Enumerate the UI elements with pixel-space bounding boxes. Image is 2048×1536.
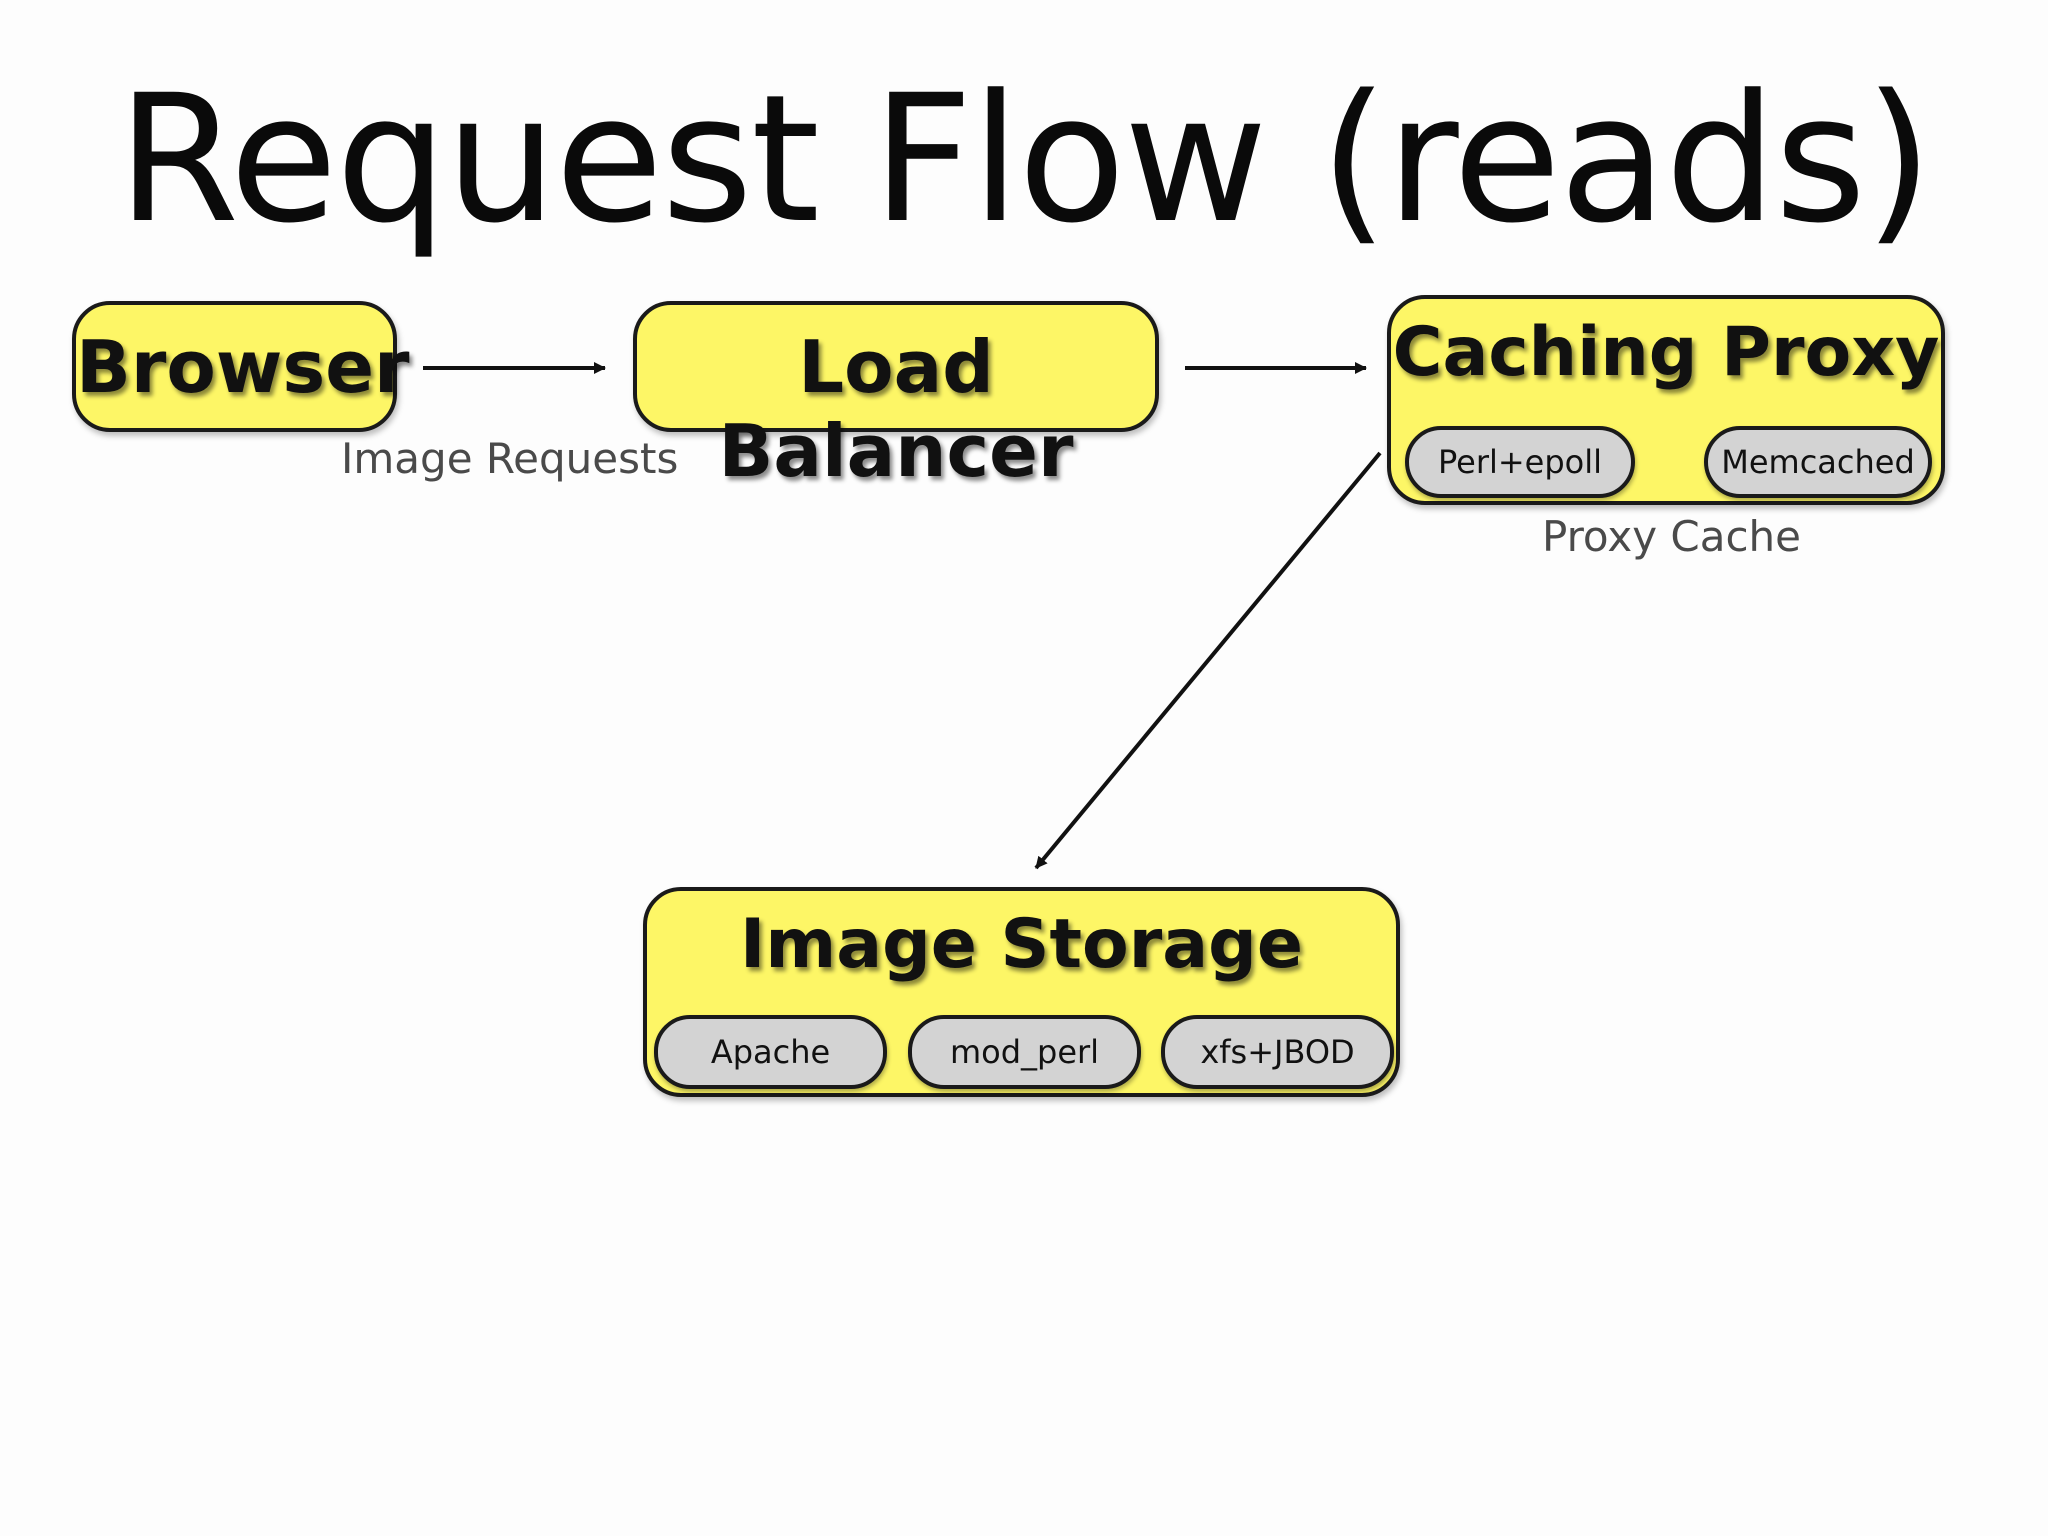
browser-label: Browser: [76, 325, 410, 409]
component-mod-perl: mod_perl: [908, 1015, 1141, 1089]
slide-title: Request Flow (reads): [117, 57, 1933, 262]
arrow-caching-proxy-to-image-storage: [1034, 451, 1382, 870]
caching-proxy-label: Caching Proxy: [1392, 313, 1940, 392]
caption-proxy-cache: Proxy Cache: [1542, 512, 1802, 561]
image-storage-node: Image Storage Apache mod_perl xfs+JBOD: [643, 887, 1400, 1097]
caption-image-requests: Image Requests: [341, 434, 679, 483]
browser-node: Browser: [72, 301, 410, 432]
caching-proxy-node: Caching Proxy Perl+epoll Memcached: [1387, 295, 1945, 505]
load-balancer-node: Load Balancer: [633, 301, 1159, 493]
component-xfs-jbod: xfs+JBOD: [1161, 1015, 1394, 1089]
load-balancer-label: Load Balancer: [718, 325, 1074, 493]
component-perl-epoll: Perl+epoll: [1405, 426, 1635, 498]
component-apache: Apache: [654, 1015, 887, 1089]
image-storage-label: Image Storage: [740, 905, 1303, 984]
component-memcached: Memcached: [1704, 426, 1932, 498]
